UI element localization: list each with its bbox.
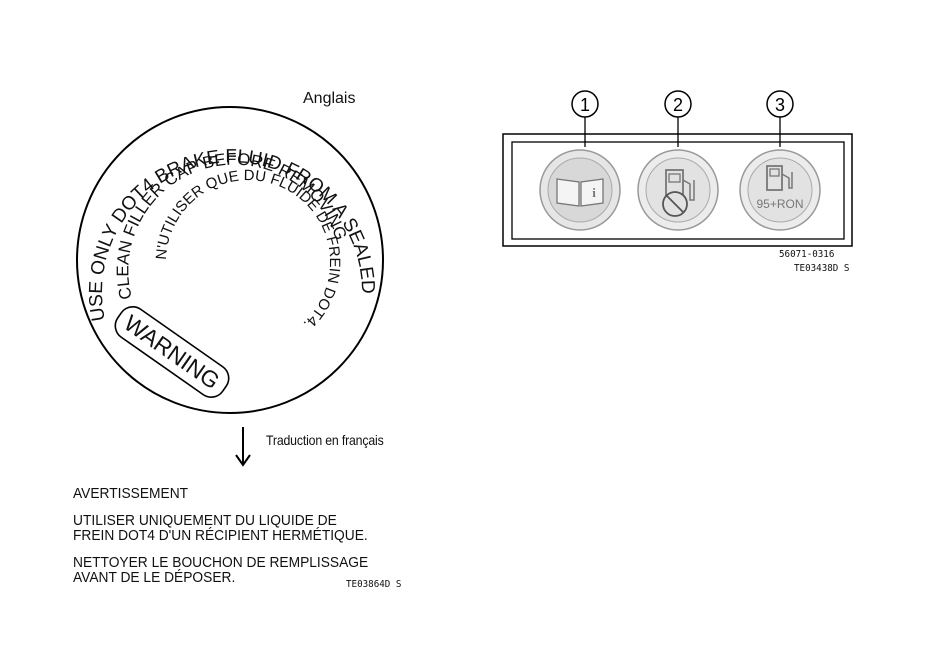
octane-text: 95+RON [756, 197, 803, 211]
part-number: 56071-0316 [779, 249, 835, 260]
french-paragraph-1: UTILISER UNIQUEMENT DU LIQUIDE DE FREIN … [73, 514, 368, 544]
cap-title: Anglais [303, 90, 356, 107]
no-fuel-pump-icon [637, 149, 719, 231]
figure-code: TE03864D S [346, 579, 402, 590]
down-arrow-icon [235, 427, 251, 467]
fuel-pump-icon: 95+RON [739, 149, 821, 231]
french-paragraph-1-line-2: FREIN DOT4 D'UN RÉCIPIENT HERMÉTIQUE. [73, 528, 368, 544]
french-paragraph-2-line-1: NETTOYER LE BOUCHON DE REMPLISSAGE [73, 555, 369, 571]
brake-fluid-cap-diagram: USE ONLY DOT4 BRAKE FLUID FROM A SEALED … [70, 100, 384, 414]
svg-text:2: 2 [673, 95, 683, 115]
fuel-label-diagram: 1 2 3 i 95+RON [502, 90, 853, 247]
french-heading: AVERTISSEMENT [73, 486, 189, 502]
svg-text:i: i [592, 185, 596, 200]
french-paragraph-1-line-1: UTILISER UNIQUEMENT DU LIQUIDE DE [73, 513, 337, 529]
translation-label: Traduction en français [266, 432, 384, 448]
callout-2: 2 [664, 90, 692, 147]
svg-text:3: 3 [775, 95, 785, 115]
french-paragraph-2-line-2: AVANT DE LE DÉPOSER. [73, 570, 236, 586]
manual-book-icon: i [539, 149, 621, 231]
figure-code-right: TE03438D S [794, 263, 850, 274]
svg-text:1: 1 [580, 95, 590, 115]
french-paragraph-2: NETTOYER LE BOUCHON DE REMPLISSAGE AVANT… [73, 556, 368, 586]
callout-3: 3 [766, 90, 794, 147]
callout-1: 1 [571, 90, 599, 147]
